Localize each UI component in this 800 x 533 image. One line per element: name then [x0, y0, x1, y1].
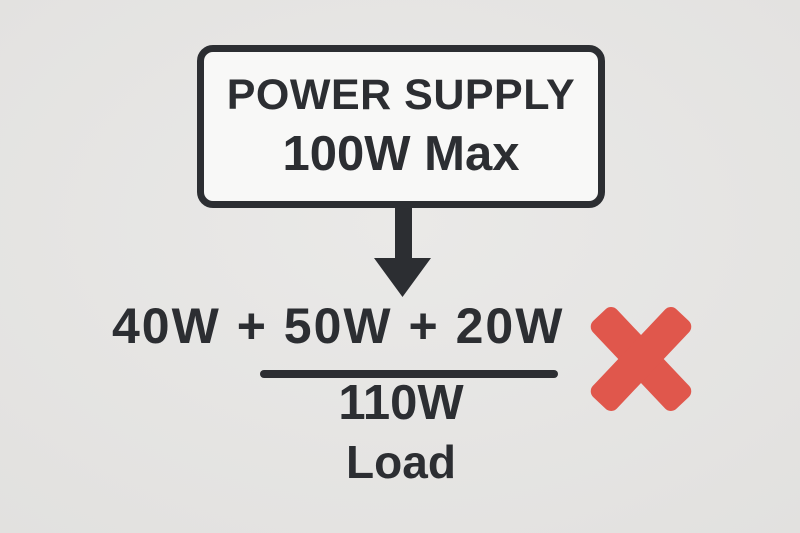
- power-supply-capacity: 100W Max: [282, 127, 520, 181]
- load-total-value: 110W: [338, 376, 464, 430]
- power-supply-title: POWER SUPPLY: [226, 71, 576, 119]
- load-sum-expression: 40W + 50W + 20W: [112, 298, 565, 354]
- cross-icon: [590, 307, 692, 411]
- power-supply-box: POWER SUPPLY 100W Max: [197, 45, 605, 208]
- fraction-divider-line: [260, 370, 558, 378]
- load-label: Load: [346, 436, 456, 488]
- down-arrow-icon: [374, 208, 431, 297]
